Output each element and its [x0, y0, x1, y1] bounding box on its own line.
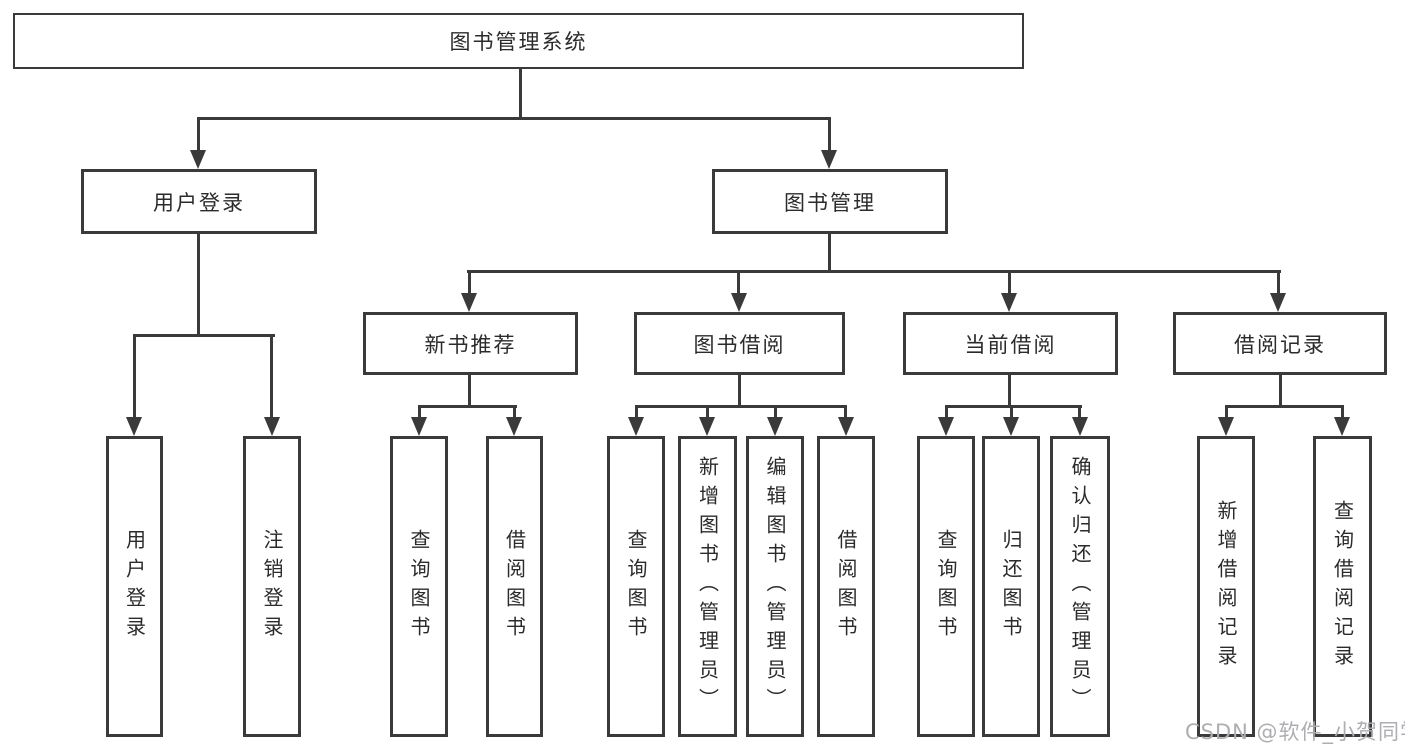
node-leaf-query-books-current: 查询图书	[917, 436, 975, 737]
connector-arrowhead	[1334, 417, 1350, 436]
node-label: 图书借阅	[693, 332, 786, 357]
connector-line	[468, 375, 471, 407]
node-label: 查询图书	[624, 528, 648, 645]
connector-line	[270, 334, 273, 418]
node-label: 查询图书	[934, 528, 958, 645]
connector-line	[945, 405, 1082, 408]
connector-arrowhead	[699, 417, 715, 436]
node-label: 新书推荐	[424, 332, 517, 357]
node-leaf-return-books: 归还图书	[982, 436, 1040, 737]
connector-line	[197, 117, 200, 151]
connector-arrowhead	[838, 417, 854, 436]
node-label: 新增图书（管理员）	[695, 456, 720, 717]
connector-line	[1010, 405, 1013, 419]
connector-arrowhead	[411, 417, 427, 436]
node-label: 借阅记录	[1234, 332, 1326, 357]
connector-arrowhead	[264, 417, 280, 436]
connector-arrowhead	[938, 417, 954, 436]
connector-line	[133, 334, 136, 418]
connector-arrowhead	[628, 417, 644, 436]
node-leaf-borrow-books-recommend: 借阅图书	[486, 436, 543, 737]
node-label: 图书管理系统	[449, 30, 588, 54]
node-book-management: 图书管理	[712, 169, 948, 234]
node-label: 编辑图书（管理员）	[763, 456, 787, 717]
connector-arrowhead	[461, 293, 477, 312]
connector-line	[635, 405, 638, 419]
connector-line	[519, 68, 522, 118]
node-new-book-recommend: 新书推荐	[363, 312, 578, 375]
connector-line	[774, 405, 777, 419]
connector-line	[418, 405, 517, 408]
connector-line	[1008, 375, 1011, 407]
node-leaf-query-books-borrow: 查询图书	[607, 436, 665, 737]
connector-line	[706, 405, 709, 419]
connector-arrowhead	[821, 150, 837, 169]
connector-line	[1277, 270, 1280, 295]
node-book-borrow: 图书借阅	[634, 312, 845, 375]
connector-line	[1225, 405, 1228, 419]
node-label: 查询借阅记录	[1330, 499, 1355, 674]
node-leaf-add-borrow-record: 新增借阅记录	[1197, 436, 1255, 737]
connector-line	[945, 405, 948, 419]
connector-line	[844, 405, 847, 419]
node-label: 用户登录	[153, 190, 245, 215]
node-leaf-borrow-books: 借阅图书	[817, 436, 875, 737]
connector-arrowhead	[1003, 417, 1019, 436]
node-label: 图书管理	[784, 190, 876, 215]
node-label: 确认归还（管理员）	[1068, 456, 1092, 717]
node-user-login: 用户登录	[81, 169, 317, 234]
connector-line	[513, 405, 516, 419]
node-leaf-query-borrow-record: 查询借阅记录	[1313, 436, 1372, 737]
connector-line	[467, 270, 1281, 273]
node-label: 注销登录	[260, 528, 284, 645]
node-current-borrow: 当前借阅	[903, 312, 1118, 375]
connector-arrowhead	[1001, 293, 1017, 312]
connector-line	[468, 270, 471, 295]
connector-line	[1078, 405, 1081, 419]
connector-line	[738, 375, 741, 407]
connector-line	[197, 117, 831, 120]
csdn-watermark: CSDN @软件_小贺同学	[1185, 720, 1405, 744]
connector-line	[1008, 270, 1011, 295]
connector-line	[1225, 405, 1344, 408]
connector-arrowhead	[190, 150, 206, 169]
connector-arrowhead	[506, 417, 522, 436]
node-leaf-user-login: 用户登录	[106, 436, 163, 737]
node-library-management-system: 图书管理系统	[13, 13, 1024, 69]
connector-line	[1279, 375, 1282, 407]
connector-line	[197, 234, 200, 335]
connector-arrowhead	[1218, 417, 1234, 436]
node-leaf-logout: 注销登录	[243, 436, 301, 737]
node-leaf-query-books-recommend: 查询图书	[390, 436, 448, 737]
node-leaf-add-books-admin: 新增图书（管理员）	[678, 436, 737, 737]
connector-line	[635, 405, 847, 408]
connector-arrowhead	[1270, 293, 1286, 312]
node-label: 借阅图书	[834, 528, 858, 645]
node-label: 查询图书	[407, 528, 431, 645]
node-label: 新增借阅记录	[1214, 499, 1238, 674]
connector-arrowhead	[731, 293, 747, 312]
node-label: 归还图书	[999, 528, 1023, 645]
node-label: 用户登录	[122, 528, 147, 645]
node-borrow-records: 借阅记录	[1173, 312, 1387, 375]
connector-arrowhead	[767, 417, 783, 436]
connector-line	[737, 270, 740, 295]
connector-line	[418, 405, 421, 419]
connector-line	[1341, 405, 1344, 419]
connector-arrowhead	[126, 417, 142, 436]
connector-line	[133, 334, 275, 337]
connector-line	[828, 117, 831, 151]
connector-arrowhead	[1072, 417, 1088, 436]
node-leaf-edit-books-admin: 编辑图书（管理员）	[746, 436, 804, 737]
node-label: 借阅图书	[502, 528, 527, 645]
node-leaf-confirm-return-admin: 确认归还（管理员）	[1050, 436, 1110, 737]
node-label: 当前借阅	[964, 332, 1057, 357]
connector-line	[828, 234, 831, 272]
